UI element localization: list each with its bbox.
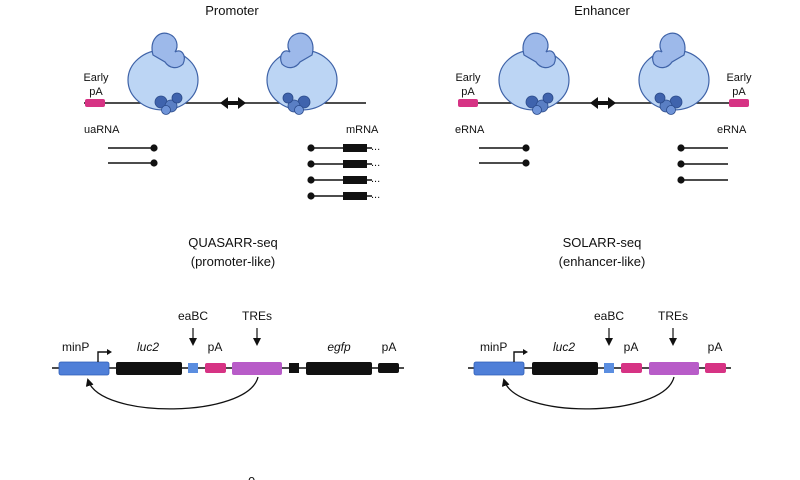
enhancer-early-label-left: Early: [455, 72, 481, 84]
enhancer-panel: Enhancer Early pA Early pA eRNA eRNA: [455, 3, 752, 184]
quasarr-title: QUASARR-seq: [188, 235, 278, 250]
solarr-loop-arrow: [501, 376, 675, 410]
solarr-pa1-label: pA: [624, 340, 639, 354]
quasarr-egfp-label: egfp: [327, 340, 351, 354]
promoter-mrna-label: mRNA: [346, 124, 379, 136]
promoter-ellipsis-1: ...: [371, 141, 380, 153]
promoter-mrna-transcripts: [307, 144, 372, 200]
enhancer-early-pa-box-left: [458, 99, 478, 107]
enhancer-early-label-right: Early: [726, 72, 752, 84]
quasarr-tres-label: TREs: [242, 309, 272, 323]
solarr-tres-label: TREs: [658, 309, 688, 323]
promoter-title: Promoter: [205, 3, 259, 18]
promoter-bidirectional-arrow: [220, 97, 246, 109]
footer-partial-glyph: 0: [248, 474, 255, 480]
quasarr-pa2-label: pA: [382, 340, 397, 354]
quasarr-minp-label: minP: [62, 340, 89, 354]
solarr-minp-label: minP: [480, 340, 507, 354]
quasarr-eabc-label: eaBC: [178, 309, 208, 323]
promoter-early-pa-box: [85, 99, 105, 107]
promoter-ellipsis-3: ...: [371, 173, 380, 185]
enhancer-bidirectional-arrow: [590, 97, 616, 109]
enhancer-erna-right-transcripts: [677, 144, 728, 184]
quasarr-subtitle: (promoter-like): [191, 254, 276, 269]
promoter-pa-label: pA: [89, 86, 103, 98]
solarr-pa2-label: pA: [708, 340, 723, 354]
quasarr-pa1-label: pA: [208, 340, 223, 354]
quasarr-spacer-box: [289, 363, 299, 373]
enhancer-erna-label-left: eRNA: [455, 124, 485, 136]
quasarr-egfp-box: [306, 362, 372, 375]
quasarr-loop-arrow: [85, 376, 259, 410]
enhancer-pa-label-left: pA: [461, 86, 475, 98]
solarr-tres-box: [649, 362, 699, 375]
solarr-minp-box: [473, 361, 525, 376]
enhancer-erna-label-right: eRNA: [717, 124, 747, 136]
enhancer-pa-label-right: pA: [732, 86, 746, 98]
solarr-eabc-box: [604, 363, 614, 373]
enhancer-erna-left-transcripts: [479, 144, 530, 167]
promoter-uarna-label: uaRNA: [84, 124, 120, 136]
quasarr-luc2-box: [116, 362, 182, 375]
enhancer-title: Enhancer: [574, 3, 630, 18]
solarr-pa2-box: [705, 363, 726, 373]
quasarr-tss-arrow: [97, 351, 108, 362]
solarr-subtitle: (enhancer-like): [559, 254, 646, 269]
quasarr-minp-box: [58, 361, 110, 376]
quasarr-pa2-box: [378, 363, 399, 373]
solarr-pa1-box: [621, 363, 642, 373]
enhancer-early-pa-box-right: [729, 99, 749, 107]
solarr-tss-arrow: [513, 351, 524, 362]
promoter-early-label: Early: [83, 72, 109, 84]
quasarr-pa1-box: [205, 363, 226, 373]
promoter-ellipsis-4: ...: [371, 189, 380, 201]
solarr-title: SOLARR-seq: [563, 235, 642, 250]
solarr-eabc-label: eaBC: [594, 309, 624, 323]
promoter-uarna-transcripts: [108, 144, 158, 167]
solarr-luc2-box: [532, 362, 598, 375]
solarr-construct: SOLARR-seq (enhancer-like) minP luc2 eaB…: [468, 235, 731, 410]
quasarr-tres-box: [232, 362, 282, 375]
quasarr-construct: QUASARR-seq (promoter-like) minP luc2 ea…: [52, 235, 404, 410]
promoter-panel: Promoter Early pA uaRNA mRNA: [83, 3, 380, 201]
quasarr-luc2-label: luc2: [137, 340, 159, 354]
promoter-ellipsis-2: ...: [371, 157, 380, 169]
solarr-luc2-label: luc2: [553, 340, 575, 354]
quasarr-eabc-box: [188, 363, 198, 373]
